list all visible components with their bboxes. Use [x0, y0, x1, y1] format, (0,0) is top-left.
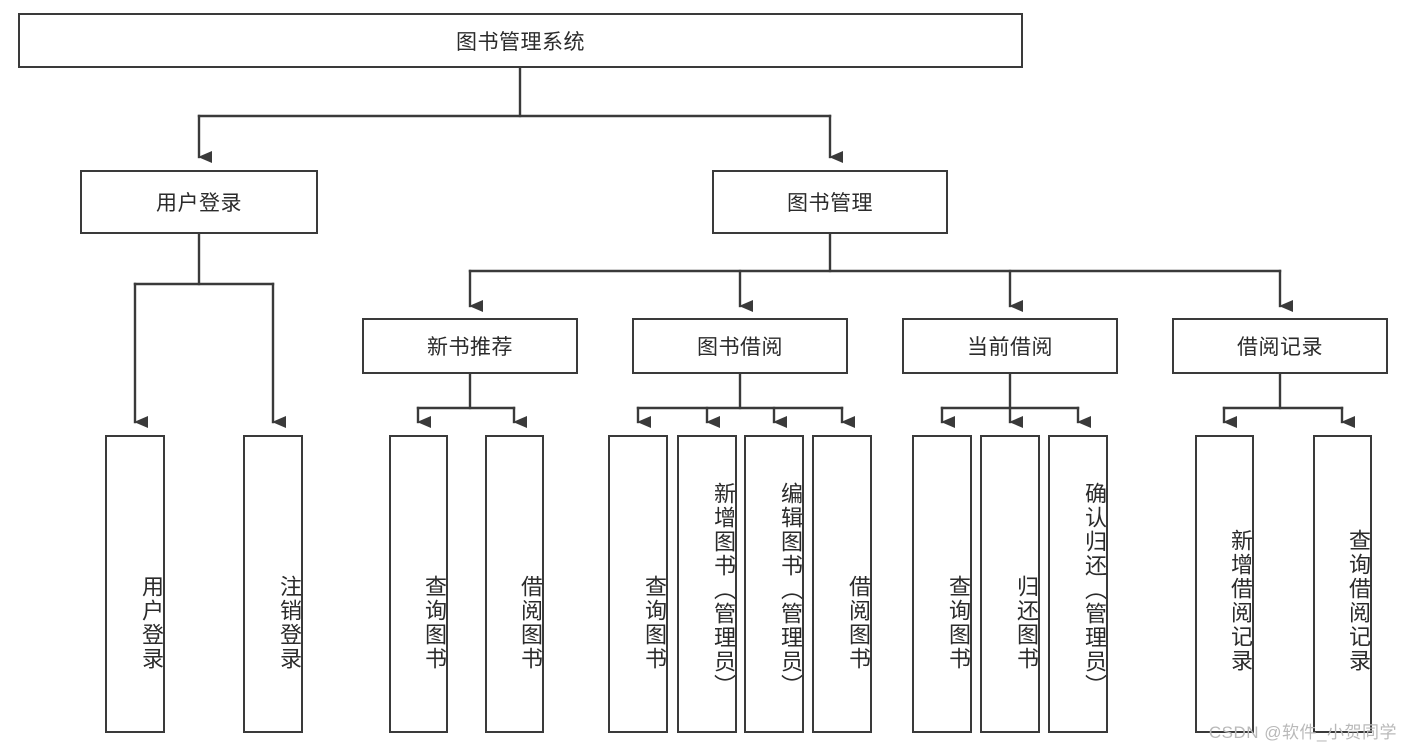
node-root[interactable]: 图书管理系统 [18, 13, 1023, 68]
node-current-borrow-label: 当前借阅 [967, 336, 1053, 359]
node-leaf-query-book-rec[interactable]: 查询图书 [389, 435, 448, 733]
node-book-borrow-label: 图书借阅 [697, 336, 783, 359]
node-leaf-add-record[interactable]: 新增借阅记录 [1195, 435, 1254, 733]
node-leaf-edit-book-label: 编辑图书（管理员） [778, 482, 803, 698]
node-root-label: 图书管理系统 [456, 30, 585, 54]
node-leaf-query-book-rec-label: 查询图书 [422, 575, 447, 671]
node-leaf-borrow-book-rec-label: 借阅图书 [518, 575, 543, 671]
node-leaf-borrow-book-label: 借阅图书 [846, 575, 871, 671]
node-book-borrow[interactable]: 图书借阅 [632, 318, 848, 374]
node-leaf-return-book[interactable]: 归还图书 [980, 435, 1040, 733]
node-borrow-record-label: 借阅记录 [1237, 336, 1323, 359]
node-leaf-confirm-return[interactable]: 确认归还（管理员） [1048, 435, 1108, 733]
node-leaf-logout[interactable]: 注销登录 [243, 435, 303, 733]
node-leaf-borrow-book-rec[interactable]: 借阅图书 [485, 435, 544, 733]
node-leaf-confirm-return-label: 确认归还（管理员） [1082, 482, 1107, 698]
node-new-book-rec-label: 新书推荐 [427, 336, 513, 359]
node-leaf-add-book[interactable]: 新增图书（管理员） [677, 435, 737, 733]
node-current-borrow[interactable]: 当前借阅 [902, 318, 1118, 374]
node-leaf-add-record-label: 新增借阅记录 [1228, 529, 1253, 673]
node-borrow-record[interactable]: 借阅记录 [1172, 318, 1388, 374]
node-user-login[interactable]: 用户登录 [80, 170, 318, 234]
node-leaf-query-record[interactable]: 查询借阅记录 [1313, 435, 1372, 733]
node-new-book-rec[interactable]: 新书推荐 [362, 318, 578, 374]
node-leaf-edit-book[interactable]: 编辑图书（管理员） [744, 435, 804, 733]
node-leaf-query-book-current-label: 查询图书 [946, 575, 971, 671]
node-leaf-query-book-borrow[interactable]: 查询图书 [608, 435, 668, 733]
node-leaf-user-login[interactable]: 用户登录 [105, 435, 165, 733]
node-leaf-user-login-label: 用户登录 [139, 575, 164, 671]
node-book-manage[interactable]: 图书管理 [712, 170, 948, 234]
node-user-login-label: 用户登录 [156, 192, 242, 215]
node-leaf-borrow-book[interactable]: 借阅图书 [812, 435, 872, 733]
node-leaf-query-book-current[interactable]: 查询图书 [912, 435, 972, 733]
node-leaf-logout-label: 注销登录 [277, 575, 302, 671]
node-leaf-query-record-label: 查询借阅记录 [1346, 529, 1371, 673]
node-leaf-add-book-label: 新增图书（管理员） [711, 482, 736, 698]
node-book-manage-label: 图书管理 [787, 192, 873, 215]
node-leaf-return-book-label: 归还图书 [1014, 575, 1039, 671]
node-leaf-query-book-borrow-label: 查询图书 [642, 575, 667, 671]
